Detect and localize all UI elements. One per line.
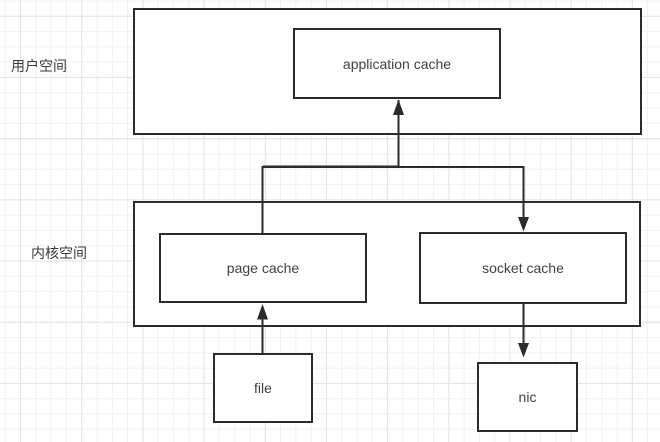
- nic-label: nic: [518, 389, 537, 405]
- file-label: file: [254, 380, 272, 396]
- page-cache-node[interactable]: page cache: [159, 233, 367, 303]
- kernel-space-label: 内核空间: [31, 245, 87, 261]
- socket-cache-label: socket cache: [482, 260, 564, 276]
- arrowhead-down-nic: [518, 343, 529, 358]
- nic-node[interactable]: nic: [477, 362, 578, 432]
- socket-cache-node[interactable]: socket cache: [419, 232, 627, 304]
- application-cache-label: application cache: [342, 55, 452, 72]
- application-cache-node[interactable]: application cache: [293, 28, 501, 99]
- page-cache-label: page cache: [226, 260, 300, 276]
- file-node[interactable]: file: [213, 353, 313, 423]
- user-space-label: 用户空间: [11, 58, 67, 74]
